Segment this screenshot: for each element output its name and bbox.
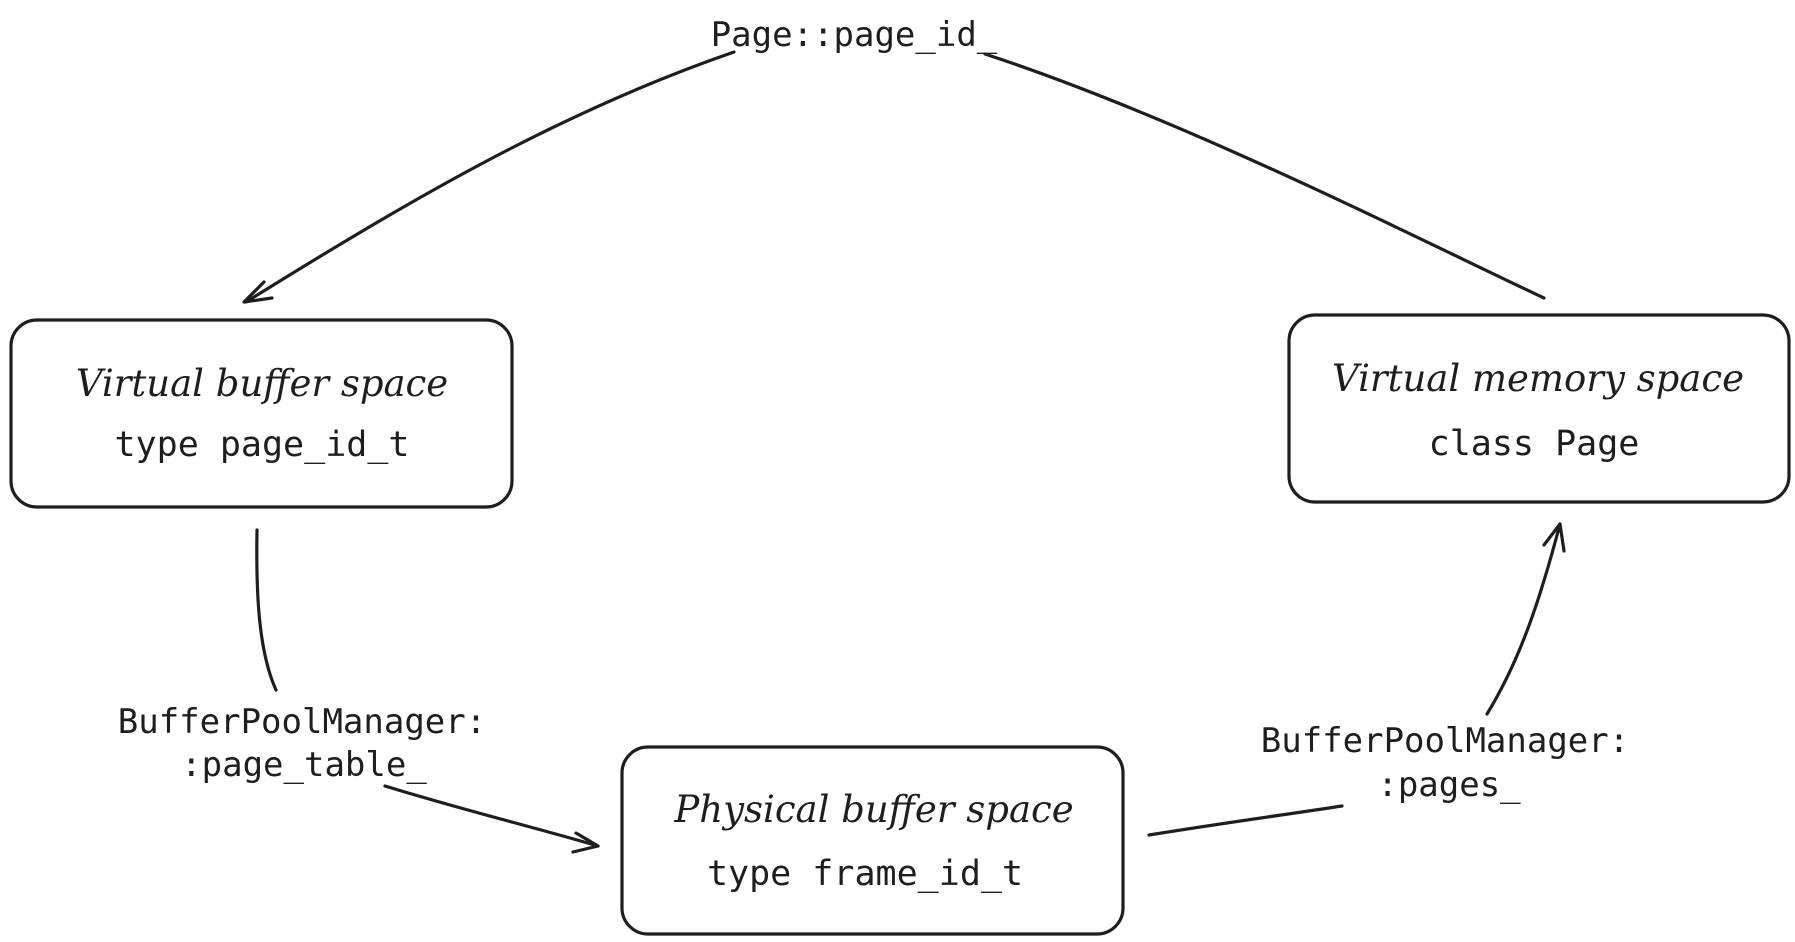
- edge-page-table-line-bottom: [383, 784, 600, 848]
- edge-page-id-line-right: [983, 52, 1546, 300]
- edge-pages-line-bottom: [1147, 804, 1344, 837]
- edge-pages-label-line1: BufferPoolManager:: [1261, 721, 1629, 761]
- edge-page-table-label-line2: :page_table_: [181, 745, 427, 785]
- node-virtual-buffer-space-box: [9, 318, 514, 509]
- edge-pages-label-line2: :pages_: [1377, 765, 1521, 805]
- node-virtual-memory-space-code: class Page: [1429, 424, 1640, 464]
- node-virtual-buffer-space[interactable]: Virtual buffer space type page_id_t: [9, 318, 514, 509]
- node-physical-buffer-space-title: Physical buffer space: [673, 788, 1073, 831]
- edge-page-id-line: [244, 50, 736, 304]
- edge-pages-arrowhead: [1542, 522, 1566, 553]
- node-physical-buffer-space-code: type frame_id_t: [707, 854, 1023, 894]
- edge-pages[interactable]: BufferPoolManager: :pages_: [1147, 522, 1629, 837]
- edge-page-id-arrowhead: [242, 280, 274, 304]
- node-physical-buffer-space[interactable]: Physical buffer space type frame_id_t: [620, 745, 1125, 936]
- node-virtual-memory-space[interactable]: Virtual memory space class Page: [1287, 313, 1791, 504]
- edge-page-id-label: Page::page_id_: [711, 15, 998, 55]
- node-virtual-buffer-space-code: type page_id_t: [114, 425, 409, 465]
- node-physical-buffer-space-box: [620, 745, 1125, 936]
- edge-page-table-label-line1: BufferPoolManager:: [118, 702, 486, 742]
- node-virtual-memory-space-title: Virtual memory space: [1332, 357, 1744, 400]
- edge-page-table[interactable]: BufferPoolManager: :page_table_: [118, 528, 600, 854]
- node-virtual-buffer-space-title: Virtual buffer space: [76, 362, 448, 405]
- edge-pages-line-top: [1485, 522, 1562, 716]
- edge-page-table-arrowhead: [571, 831, 600, 854]
- edge-page-id[interactable]: Page::page_id_: [242, 15, 1546, 304]
- node-virtual-memory-space-box: [1287, 313, 1791, 504]
- edge-page-table-line-top: [255, 528, 278, 692]
